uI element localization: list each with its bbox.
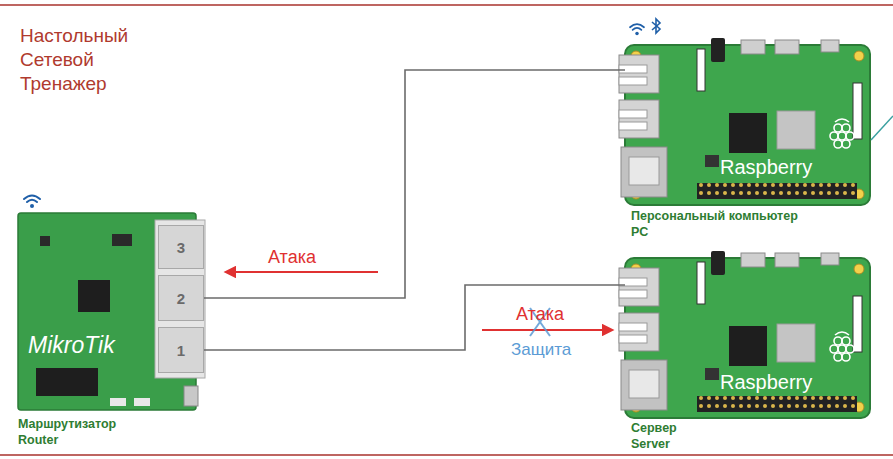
wifi-icon <box>630 24 644 35</box>
router-board <box>18 213 205 410</box>
frame-line <box>0 454 893 456</box>
cable <box>871 116 893 140</box>
board-logo: Raspberry <box>720 155 812 180</box>
board-logo: Raspberry <box>720 370 812 395</box>
bluetooth-icon <box>652 19 660 33</box>
port-number: 1 <box>177 342 185 359</box>
attack-label: Атака <box>268 247 316 268</box>
server-board: RaspberryСервер Server <box>625 258 870 418</box>
wifi-icon <box>24 196 40 209</box>
router: MikroTikМаршрутизатор Router321 <box>18 213 205 410</box>
port: 2 <box>158 275 204 321</box>
raspberry-board <box>619 38 870 205</box>
computer-board: RaspberryПерсональный компьютер PC <box>625 45 870 205</box>
frame-line <box>0 4 893 6</box>
network-cable <box>204 70 625 298</box>
device-heading: Персональный компьютер PC <box>631 209 817 240</box>
port-number: 3 <box>177 239 185 256</box>
device-heading: Сервер Server <box>631 421 718 452</box>
title: Настольный Сетевой Тренажер <box>20 24 40 96</box>
port: 3 <box>158 225 204 269</box>
port-number: 2 <box>177 290 185 307</box>
brand-logo: MikroTik <box>28 331 115 360</box>
defense-label: Защита <box>511 340 571 360</box>
attack-arrow <box>226 271 378 273</box>
raspberry-board <box>619 251 870 418</box>
attack-label: Атака <box>516 304 564 325</box>
device-heading: Маршрутизатор Router <box>18 417 158 448</box>
port: 1 <box>158 327 204 373</box>
